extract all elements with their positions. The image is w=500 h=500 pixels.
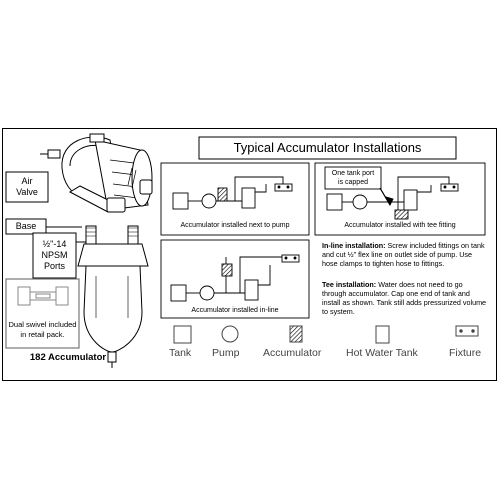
accumulator-symbol [221,263,233,277]
ports-label-box [32,232,77,279]
legend-accumulator-symbol [289,325,303,343]
hot-water-tank-symbol [403,189,418,211]
next-to-pump-diagram [160,162,310,236]
inline-body: Screw included fittings on tank and cut … [322,241,485,268]
tee-instructions: Tee installation: Water does not need to… [322,280,487,316]
fixture-symbol [440,183,459,192]
swivel-label: Dual swivel included in retail pack. [8,320,77,339]
inline-heading: In-line installation: [322,241,386,250]
fixture-symbol [281,254,300,263]
inline-diagram [160,239,310,319]
hot-water-tank-symbol [244,279,259,301]
inline-instructions: In-line installation: Screw included fit… [322,241,487,268]
base-label: Base [15,221,37,231]
legend-hot-water-tank-label: Hot Water Tank [346,347,418,359]
page-title: Typical Accumulator Installations [233,140,422,155]
tank-symbol [326,193,343,211]
accumulator-side-view-illustration [40,133,153,213]
tee-heading: Tee installation: [322,280,377,289]
legend-fixture-symbol [455,325,479,337]
caption-tee-fitting: Accumulator installed with tee fitting [344,222,456,229]
legend-fixture-label: Fixture [449,347,482,359]
accumulator-front-view-illustration [77,225,149,368]
tank-symbol [172,192,189,210]
legend-hot-water-tank-symbol [375,325,390,344]
accumulator-symbol [217,187,228,202]
product-label: 182 Accumulator [29,352,107,363]
caption-inline: Accumulator installed in-line [191,307,279,314]
legend-tank-symbol [173,325,192,344]
tee-fitting-diagram [314,162,486,236]
legend-accumulator-label: Accumulator [263,347,322,359]
ports-label: ½"-14 NPSM Ports [41,239,68,271]
fixture-symbol [274,183,293,192]
air-valve-label: Air Valve [16,176,38,197]
pump-symbol [201,193,217,209]
dual-swivel-illustration [17,286,69,306]
tee-body: Water does not need to go through accumu… [322,280,487,316]
legend-pump-symbol [221,325,239,343]
note-box [324,166,382,190]
tank-symbol [170,284,187,302]
caption-next-to-pump: Accumulator installed next to pump [180,222,290,229]
capped-note: One tank port is capped [331,170,375,186]
legend-pump-label: Pump [212,347,240,359]
legend-tank-label: Tank [169,347,192,359]
accumulator-symbol [394,209,409,220]
hot-water-tank-symbol [241,187,256,209]
legend-symbols [173,325,479,344]
title-box [198,136,457,160]
air-valve-label-box [5,171,49,203]
pump-symbol [199,285,215,301]
pump-symbol [352,194,368,210]
diagram-frame [2,128,497,381]
